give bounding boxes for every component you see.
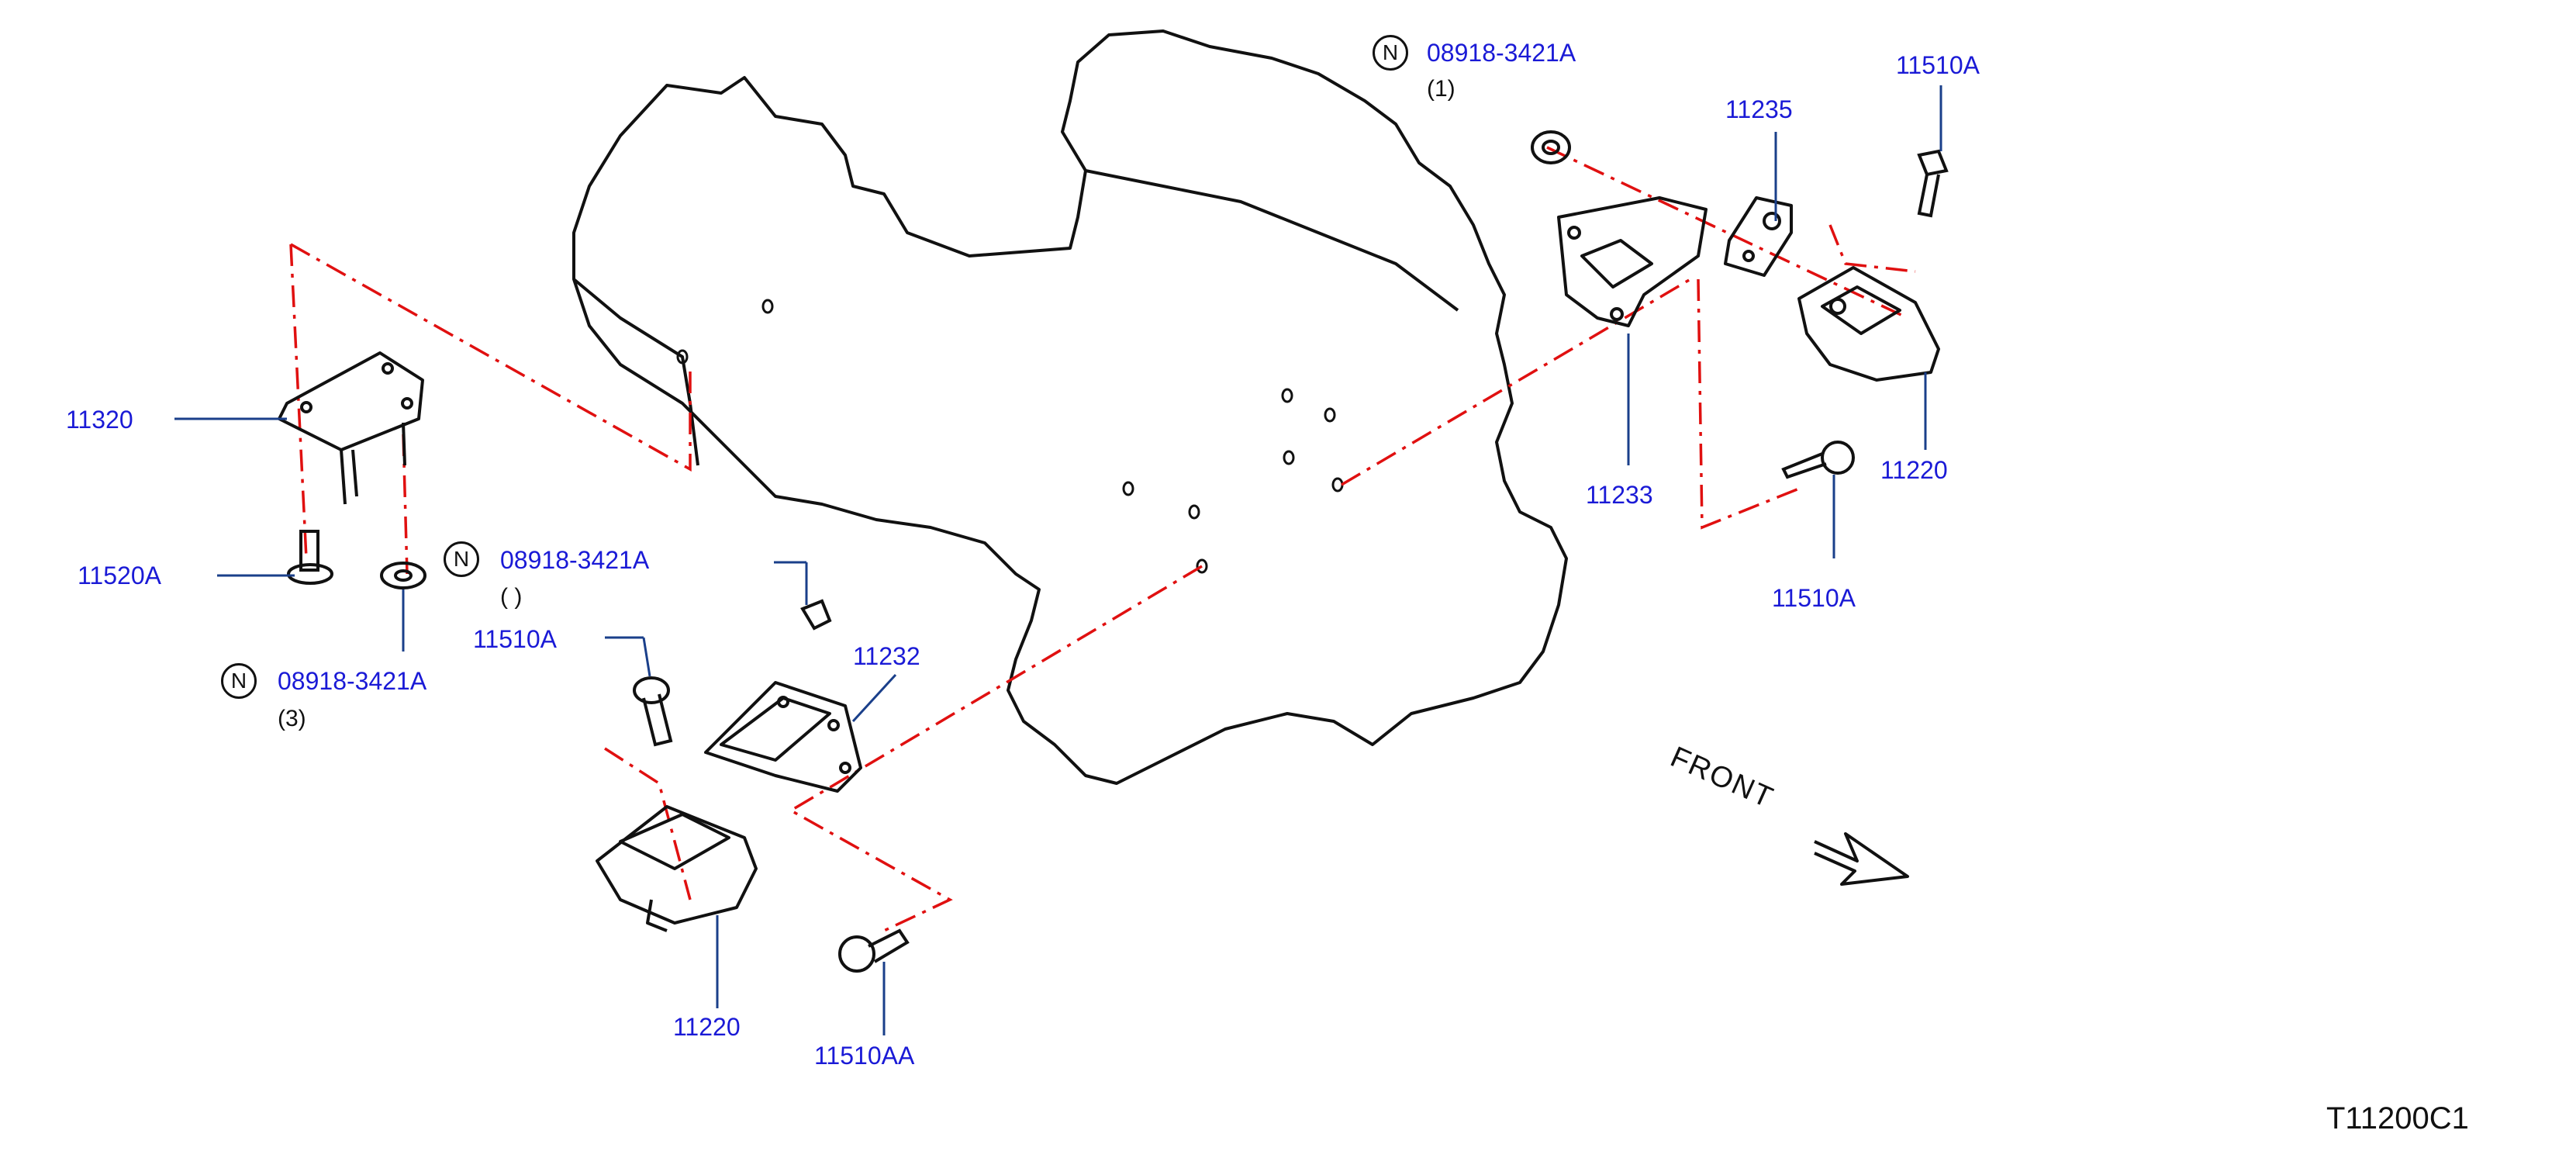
n-mark-mid: N — [444, 541, 479, 577]
part-11220-mount-bottom — [596, 805, 758, 932]
label-08918-left: 08918-3421A — [278, 667, 427, 695]
part-nut-left — [380, 562, 426, 589]
n-mark-top: N — [1373, 35, 1408, 71]
label-08918-mid: 08918-3421A — [500, 546, 650, 574]
part-11233-bracket — [1557, 196, 1708, 327]
label-11510A-top: 11510A — [1896, 51, 1980, 79]
part-11320-plate — [278, 351, 424, 505]
part-clip — [800, 599, 832, 631]
label-11520A: 11520A — [78, 562, 161, 589]
diagram-code: T11200C1 — [2326, 1101, 2469, 1135]
label-11220-right: 11220 — [1880, 456, 1948, 484]
part-11520A-stud — [287, 530, 333, 585]
n-mark-left: N — [221, 663, 257, 699]
label-11232: 11232 — [853, 642, 920, 670]
assembly-lines — [289, 146, 1916, 932]
leader-lines — [174, 85, 1942, 1035]
label-11220-bottom: 11220 — [673, 1013, 741, 1041]
label-11235: 11235 — [1725, 95, 1793, 123]
label-11510AA: 11510AA — [814, 1042, 915, 1070]
part-11510AA-bolt — [838, 928, 910, 973]
qty-08918-top: (1) — [1427, 76, 1455, 102]
part-nut-top — [1531, 130, 1571, 164]
part-11510A-bolt-top — [1917, 149, 1949, 218]
qty-08918-mid: ( ) — [500, 584, 523, 610]
label-11510A-mid: 11510A — [473, 625, 557, 653]
part-11235-plate — [1724, 196, 1793, 277]
qty-08918-left: (3) — [278, 706, 306, 731]
label-11233: 11233 — [1586, 481, 1653, 509]
label-08918-top: 08918-3421A — [1427, 39, 1576, 67]
part-11232-bracket — [704, 681, 862, 793]
front-arrow-icon — [1814, 832, 1909, 886]
part-11510A-bolt-right — [1781, 441, 1855, 479]
part-11510A-bolt-mid — [633, 676, 673, 747]
part-11220-mount-right — [1797, 266, 1940, 382]
engine-holes — [676, 299, 1344, 574]
engine-outline — [572, 29, 1568, 785]
label-11320: 11320 — [66, 406, 133, 434]
label-11510A-right: 11510A — [1772, 584, 1856, 612]
